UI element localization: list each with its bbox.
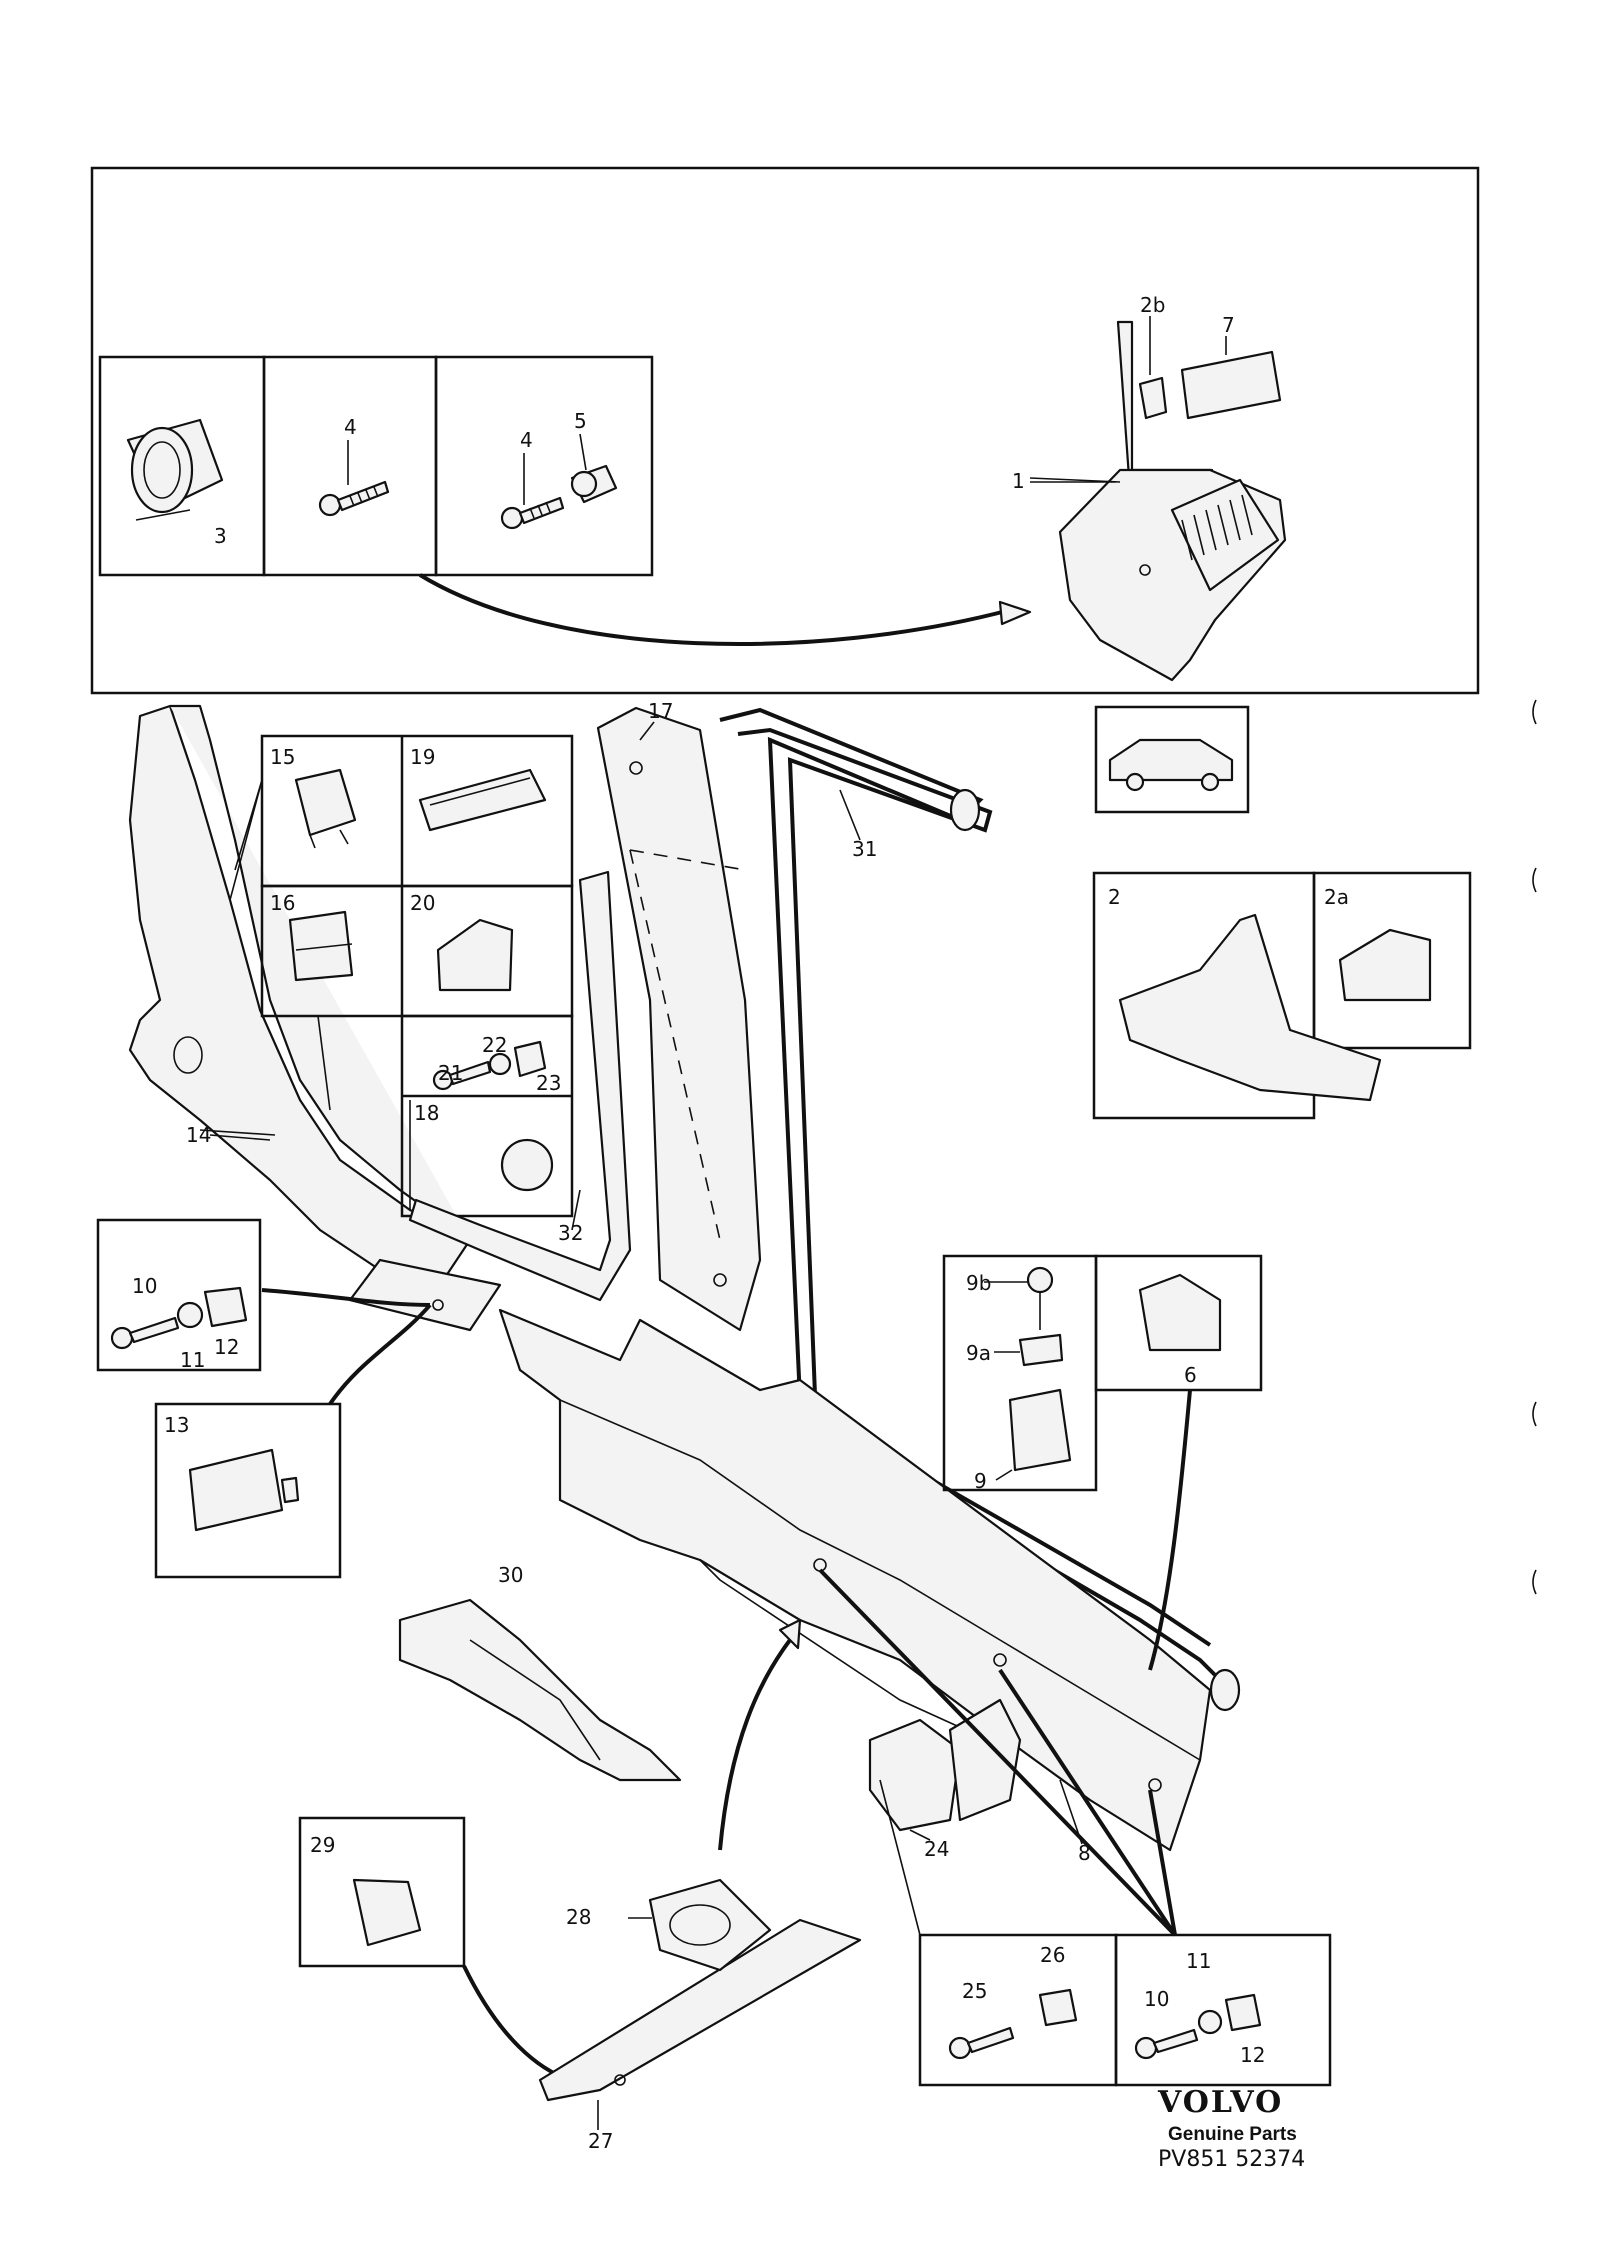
sill-plate [498,1308,1212,1852]
label-part-10-second: 10 [1144,1987,1169,2011]
label-part-11: 11 [180,1348,205,1372]
label-part-6: 6 [1184,1363,1197,1387]
label-part-32: 32 [558,1221,583,1245]
quarter-window-seal [408,870,632,1302]
b-pillar-trim [596,706,762,1332]
label-part-31: 31 [852,837,877,861]
label-part-21: 21 [438,1061,463,1085]
label-part-3: 3 [214,524,227,548]
part-number-labels: 2b 7 1 3 4 4 5 17 15 19 16 20 21 22 23 1… [132,293,1349,2153]
screw-spacer-part [500,464,618,530]
label-part-11-second: 11 [1186,1949,1211,1973]
binding-marks [1532,699,1537,1595]
label-part-2b: 2b [1140,293,1165,317]
top-assembly-frame [90,166,1480,695]
label-part-26: 26 [1040,1943,1065,1967]
label-part-1: 1 [1012,469,1025,493]
label-part-10: 10 [132,1274,157,1298]
label-part-4: 4 [344,415,357,439]
label-part-27: 27 [588,2129,613,2153]
kick-panel-box [1092,871,1472,1120]
label-part-28: 28 [566,1905,591,1929]
drawing-number: PV851 52374 [1158,2147,1305,2172]
label-part-2: 2 [1108,885,1121,909]
label-part-23: 23 [536,1071,561,1095]
label-part-12: 12 [214,1335,239,1359]
grommet-part [126,418,224,521]
clip-fastener-box [942,1254,1263,1671]
label-part-22: 22 [482,1033,507,1057]
cover-cap-box [154,1303,432,1579]
label-part-18: 18 [414,1101,439,1125]
sill-end-cover [398,1598,682,1782]
brand-block: VOLVO Genuine Parts PV851 52374 [1157,2085,1305,2172]
leader-lines [229,779,331,1111]
label-part-17: 17 [648,699,673,723]
brand-subtitle: Genuine Parts [1168,2124,1297,2145]
label-part-25: 25 [962,1979,987,2003]
label-part-7: 7 [1222,313,1235,337]
label-part-16: 16 [270,891,295,915]
label-part-9a: 9a [966,1341,991,1365]
label-part-12-second: 12 [1240,2043,1265,2067]
screw-washer-box-right [818,1568,1332,2087]
label-part-14: 14 [186,1123,211,1147]
clip-catalog-block [260,734,574,1218]
label-part-8: 8 [1078,1841,1091,1865]
label-part-24: 24 [924,1837,949,1861]
jack-point-cover [868,1698,1022,1832]
label-part-4-second: 4 [520,428,533,452]
push-clip-box [298,1816,584,2094]
screw-washer-box-left [96,1218,431,1372]
label-part-19: 19 [410,745,435,769]
door-seal-strip [719,707,1241,1712]
car-thumbnail-box [1094,705,1250,814]
label-part-9b: 9b [966,1271,991,1295]
label-part-5: 5 [574,409,587,433]
screw-part [318,480,390,517]
label-leaders [209,316,1227,2130]
label-part-29: 29 [310,1833,335,1857]
sill-bracket [538,1618,862,2102]
label-part-30: 30 [498,1563,523,1587]
label-part-9: 9 [974,1469,987,1493]
volvo-logo: VOLVO [1157,2085,1283,2120]
label-part-15: 15 [270,745,295,769]
label-part-20: 20 [410,891,435,915]
label-part-13: 13 [164,1413,189,1437]
label-part-2a: 2a [1324,885,1349,909]
pillar-cover-assembly [1029,320,1287,682]
